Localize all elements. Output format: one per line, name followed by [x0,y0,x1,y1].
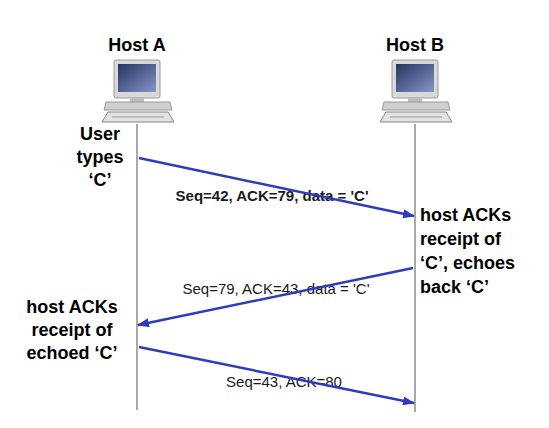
message-arrow [138,268,413,325]
computer-icon [102,60,174,122]
host-note: host ACKs receipt of ‘C’, echoes back ‘C… [420,203,520,299]
computer-icon [380,60,452,122]
host-name: Host B [365,34,465,56]
message-arrow [139,347,414,403]
host-note: User types ‘C’ [68,123,132,192]
message-arrow [139,158,414,216]
host-note: host ACKs receipt of echoed ‘C’ [22,296,122,365]
host-node: Host A [87,34,187,124]
host-node: Host B [365,34,465,124]
timeline [136,124,138,410]
timeline [414,124,416,412]
host-name: Host A [87,34,187,56]
segment-label: Seq=43, ACK=80 [226,373,342,390]
